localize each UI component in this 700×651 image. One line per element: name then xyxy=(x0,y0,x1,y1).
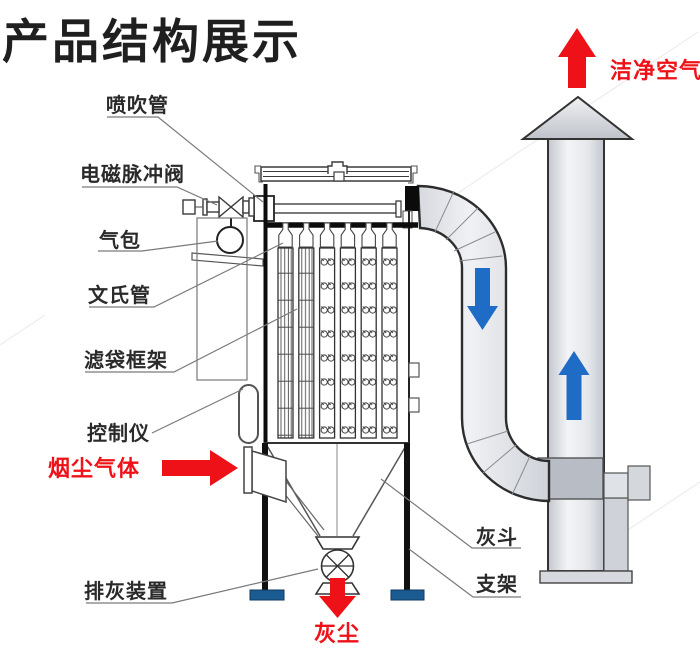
label-air-tank: 气包 xyxy=(98,228,141,252)
clean-plenum-lid xyxy=(254,161,418,184)
dust-arrow-icon xyxy=(319,578,356,618)
air-tank-part xyxy=(216,226,244,254)
leader-bag-cage xyxy=(85,308,298,373)
controller-part xyxy=(238,384,259,444)
chimney-cap xyxy=(520,95,635,140)
label-dust: 灰尘 xyxy=(314,621,360,646)
pulse-valve-part xyxy=(218,195,233,219)
clean-air-arrow-icon xyxy=(558,28,596,88)
filter-bag-cage xyxy=(360,247,377,439)
filter-bag-striped xyxy=(298,247,315,439)
outlet-port xyxy=(405,186,419,211)
leader-air-tank xyxy=(98,240,219,252)
lid-handle xyxy=(327,161,348,174)
filter-bag-cage xyxy=(339,247,357,439)
label-ash-hopper: 灰斗 xyxy=(476,525,518,549)
label-pulse-valve: 电磁脉冲阀 xyxy=(80,162,185,186)
blow-pipe-part xyxy=(271,203,397,214)
label-controller: 控制仪 xyxy=(87,421,150,445)
venturi-tubes xyxy=(278,222,397,248)
label-venturi: 文氏管 xyxy=(88,283,151,307)
outlet-duct xyxy=(416,184,551,503)
flow-down-arrow-icon xyxy=(467,268,498,330)
label-dust-gas: 烟尘气体 xyxy=(48,456,140,481)
leader-lines xyxy=(82,116,521,604)
leader-ash-discharge xyxy=(86,568,319,604)
filter-bag-striped xyxy=(277,247,294,439)
label-clean-air: 洁净空气 xyxy=(610,58,700,83)
label-blow-pipe: 喷吹管 xyxy=(106,93,169,117)
side-frame xyxy=(196,217,248,381)
flow-up-arrow-icon xyxy=(558,351,590,420)
filter-bags xyxy=(277,247,398,439)
foot-pad xyxy=(249,589,285,601)
chimney-lower-casing xyxy=(603,497,629,572)
ash-hopper-part xyxy=(265,443,408,537)
label-bag-cage: 滤袋框架 xyxy=(84,348,168,372)
chimney-side-box-large xyxy=(627,465,651,501)
duct-gore-lines xyxy=(434,190,531,496)
leader-pulse-valve xyxy=(82,186,218,206)
dust-gas-arrow-icon xyxy=(162,450,238,486)
leader-ash-hopper xyxy=(380,478,521,549)
part-labels: 喷吹管 电磁脉冲阀 气包 文氏管 滤袋框架 控制仪 排灰装置 灰斗 支架 xyxy=(80,93,518,603)
foot-pad xyxy=(390,589,425,601)
chimney-stack xyxy=(520,95,651,584)
leader-controller xyxy=(151,388,244,434)
page-title: 产品结构展示 xyxy=(2,15,302,68)
inlet-duct xyxy=(243,446,287,504)
label-support: 支架 xyxy=(476,572,518,596)
label-ash-discharge: 排灰装置 xyxy=(84,579,168,603)
leader-venturi xyxy=(89,242,284,308)
filter-bag-cage xyxy=(318,247,336,439)
filter-bag-cage xyxy=(381,247,398,439)
support-legs xyxy=(249,443,425,601)
chimney-base-plate xyxy=(539,570,633,584)
flow-labels: 烟尘气体 洁净空气 灰尘 xyxy=(48,58,700,646)
chimney-side-box-small xyxy=(603,472,629,499)
tank-shelf xyxy=(191,252,264,267)
leader-blow-pipe xyxy=(107,116,264,203)
leader-support xyxy=(408,548,521,598)
